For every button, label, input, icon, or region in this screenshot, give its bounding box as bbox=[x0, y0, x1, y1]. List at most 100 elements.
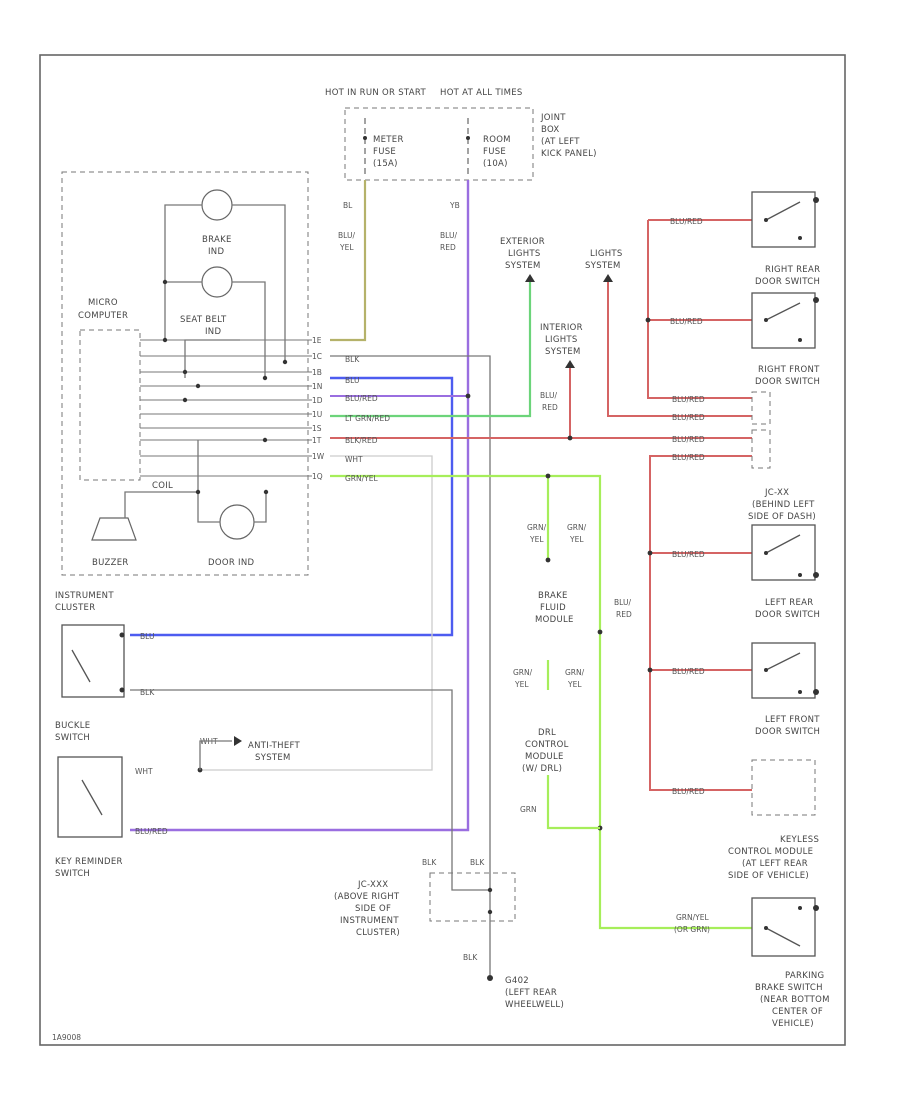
cluster-title-line2: CLUSTER bbox=[55, 603, 95, 613]
ground-point bbox=[487, 975, 493, 981]
lf-door-line2: DOOR SWITCH bbox=[755, 727, 820, 737]
buzzer-wire bbox=[124, 491, 200, 518]
jc-left-line1: JC-XX bbox=[764, 488, 789, 498]
meter-fuse-line2: FUSE bbox=[373, 147, 396, 157]
wire-purple-room bbox=[130, 180, 470, 832]
buzzer-symbol bbox=[91, 517, 137, 541]
wire-blu-red-c4: BLU/RED bbox=[672, 453, 705, 462]
ground-junction: BLK BLK JC-XXX (ABOVE RIGHT SIDE OF INST… bbox=[334, 858, 564, 1010]
keyless-module-box bbox=[751, 759, 816, 816]
wire-blu-red-rf: BLU/RED bbox=[670, 317, 703, 326]
anti-theft-wire bbox=[199, 740, 232, 770]
right-connector-a bbox=[751, 391, 771, 425]
wire-blu-red-vert-2: RED bbox=[616, 610, 632, 619]
wire-junction-dots bbox=[197, 317, 653, 831]
seat-belt-ind-line2: IND bbox=[205, 327, 221, 337]
jc-blk-left: BLK bbox=[422, 858, 437, 867]
buckle-switch-box bbox=[57, 756, 123, 838]
wire-lime-grn bbox=[546, 775, 600, 830]
lr-door-line1: LEFT REAR bbox=[765, 598, 813, 608]
joint-box-line3: (AT LEFT bbox=[541, 137, 580, 147]
cluster-sw-blu: BLU bbox=[140, 632, 154, 641]
ext-lights-line1: EXTERIOR bbox=[500, 237, 545, 247]
left-switches: INSTRUMENT CLUSTER BLU BLK BUCKLE SWITCH… bbox=[55, 591, 490, 891]
meter-fuse-line3: (15A) bbox=[373, 159, 398, 169]
micro-computer-box bbox=[79, 329, 141, 481]
brake-fluid-line2: FLUID bbox=[540, 603, 566, 613]
key-reminder-line2: SWITCH bbox=[55, 869, 90, 879]
wire-olive-meter bbox=[330, 180, 367, 342]
wire-blk-row-label: BLK bbox=[345, 355, 360, 364]
drl-line3: MODULE bbox=[525, 752, 564, 762]
joint-box-line4: KICK PANEL) bbox=[541, 149, 597, 159]
system-labels: EXTERIOR LIGHTS SYSTEM LIGHTS SYSTEM INT… bbox=[199, 237, 623, 770]
wire-blk-red-int-2: RED bbox=[542, 403, 558, 412]
anti-theft-line1: ANTI-THEFT bbox=[248, 741, 301, 751]
room-fuse-line1: ROOM bbox=[483, 135, 511, 145]
top-bulb-return bbox=[232, 204, 286, 362]
meter-fuse-line1: METER bbox=[373, 135, 404, 145]
hot-at-all-times-label: HOT AT ALL TIMES bbox=[440, 88, 523, 98]
jc-right-line2: (ABOVE RIGHT bbox=[334, 892, 400, 902]
wire-red-lights bbox=[607, 280, 752, 417]
jc-right-line4: INSTRUMENT bbox=[340, 916, 399, 926]
jc-left-line2: (BEHIND LEFT bbox=[752, 500, 815, 510]
wire-blk-row bbox=[330, 355, 491, 975]
brake-fluid-line3: MODULE bbox=[535, 615, 574, 625]
parking-line1: PARKING bbox=[785, 971, 824, 981]
drl-line4: (W/ DRL) bbox=[522, 764, 562, 774]
drl-left-wire-1: GRN/ bbox=[513, 668, 533, 677]
right-connector-b bbox=[751, 429, 771, 469]
cluster-title-line1: INSTRUMENT bbox=[55, 591, 114, 601]
wire-wht bbox=[200, 455, 433, 771]
wire-blu-red-rr: BLU/RED bbox=[670, 217, 703, 226]
wire-blk-red-label: BLK/RED bbox=[345, 436, 378, 445]
rf-door-line1: RIGHT FRONT bbox=[758, 365, 820, 375]
pin-6: 1U bbox=[312, 410, 322, 419]
bf-right-wire-1: GRN/ bbox=[567, 523, 587, 532]
anti-theft-line2: SYSTEM bbox=[255, 753, 291, 763]
right-switches: RIGHT REAR DOOR SWITCH RIGHT FRONT DOOR … bbox=[674, 191, 829, 1029]
jc-left-line3: SIDE OF DASH) bbox=[748, 512, 816, 522]
wire-grn-yel-label: GRN/YEL bbox=[345, 474, 378, 483]
jc-right-line3: SIDE OF bbox=[355, 904, 391, 914]
drl-right-wire-2: YEL bbox=[567, 680, 582, 689]
seat-belt-ind-line1: SEAT BELT bbox=[180, 315, 227, 325]
rr-door-line2: DOOR SWITCH bbox=[755, 277, 820, 287]
hot-in-run-label: HOT IN RUN OR START bbox=[325, 88, 426, 98]
brake-ind-line1: BRAKE bbox=[202, 235, 232, 245]
joint-box-group: HOT IN RUN OR START HOT AT ALL TIMES MET… bbox=[325, 88, 597, 181]
micro-computer-line2: COMPUTER bbox=[78, 311, 128, 321]
joint-box-line1: JOINT bbox=[540, 113, 566, 123]
meter-fuse-dot bbox=[363, 136, 367, 140]
ground-line2: (LEFT REAR bbox=[505, 988, 557, 998]
micro-computer-line1: MICRO bbox=[88, 298, 118, 308]
int-lights-line1: INTERIOR bbox=[540, 323, 583, 333]
parking-brake-switch-box bbox=[751, 897, 816, 957]
jc-right-line1: JC-XXX bbox=[357, 880, 388, 890]
wire-blu-red-lf: BLU/RED bbox=[672, 667, 705, 676]
brake-fluid-line1: BRAKE bbox=[538, 591, 568, 601]
cluster-bus-dots bbox=[162, 279, 288, 495]
joint-box bbox=[344, 107, 534, 181]
brake-bulb-return bbox=[232, 281, 266, 378]
joint-box-line2: BOX bbox=[541, 125, 560, 135]
coil-label: COIL bbox=[152, 481, 173, 491]
ext-lights-arrow bbox=[525, 274, 535, 282]
pin-10: 1Q bbox=[312, 472, 323, 481]
keyless-line1: KEYLESS bbox=[780, 835, 819, 845]
keyless-line2: CONTROL MODULE bbox=[728, 847, 813, 857]
bf-right-wire-2: YEL bbox=[569, 535, 584, 544]
lf-door-line1: LEFT FRONT bbox=[765, 715, 820, 725]
drl-line2: CONTROL bbox=[525, 740, 569, 750]
keyless-line3: (AT LEFT REAR bbox=[742, 859, 808, 869]
door-ind-bulb bbox=[219, 504, 255, 540]
wire-grn-yel-alt-1: GRN/YEL bbox=[676, 913, 709, 922]
drl-line1: DRL bbox=[538, 728, 556, 738]
lights-system-line1: LIGHTS bbox=[590, 249, 623, 259]
lights-system-line2: SYSTEM bbox=[585, 261, 621, 271]
pin-4: 1N bbox=[312, 382, 322, 391]
wire-grn-label: GRN bbox=[520, 805, 537, 814]
parking-line2: BRAKE SWITCH bbox=[755, 983, 823, 993]
wire-blu-red-lr: BLU/RED bbox=[672, 550, 705, 559]
